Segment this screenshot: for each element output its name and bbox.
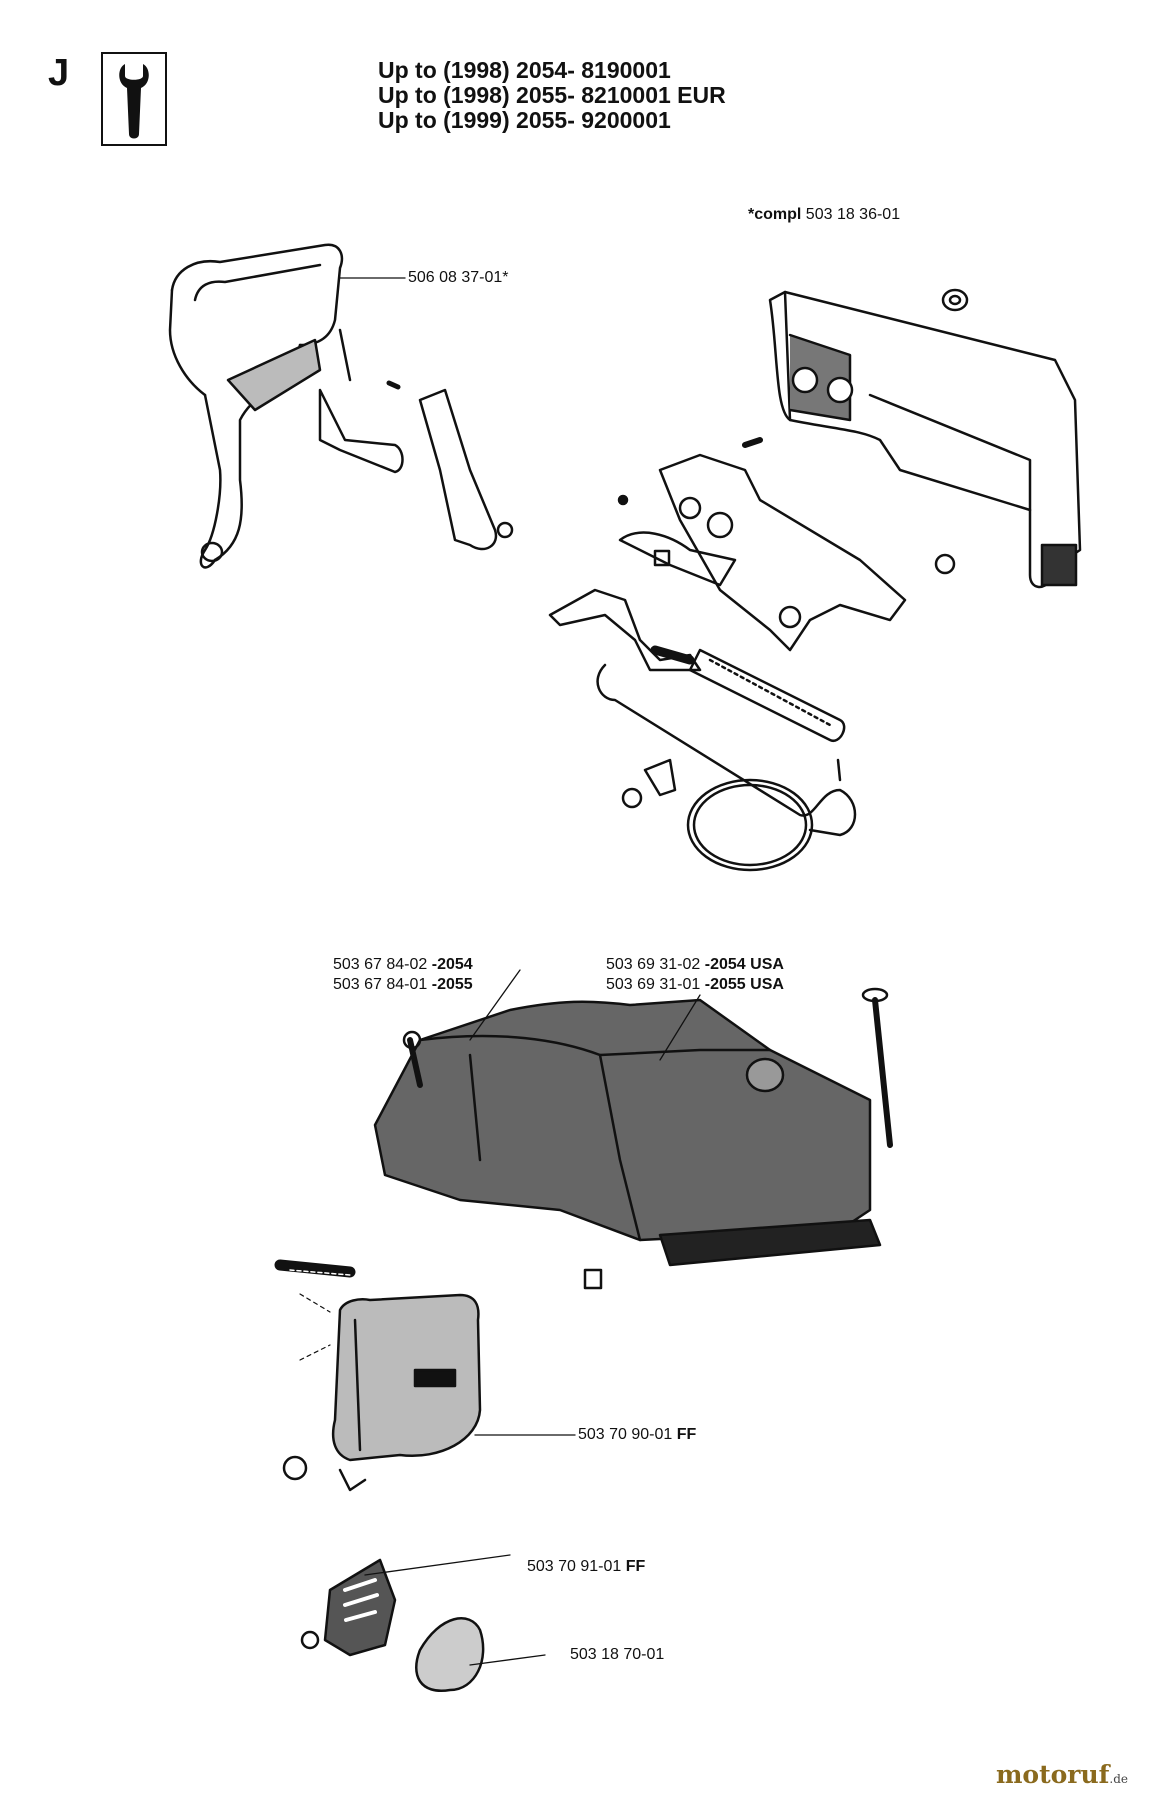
pin-illustration: [617, 494, 629, 506]
compl-note: *compl 503 18 36-01: [748, 205, 900, 225]
screw-illustration: [653, 549, 671, 567]
leader-muffler-plate: [364, 1554, 511, 1576]
label-cover-usa-2054: 503 69 31-02 -2054 USA: [606, 955, 784, 975]
brand-watermark: motoruf.de: [996, 1760, 1128, 1789]
wrench-icon: [119, 64, 149, 139]
header-line-2: Up to (1998) 2055- 8210001 EUR: [378, 82, 726, 108]
cover-2054-model: -2054: [431, 956, 473, 973]
muffler-suffix: FF: [676, 1426, 697, 1443]
brake-bracket-illustration: [658, 437, 907, 652]
screw-illustration: [934, 553, 956, 575]
leader-cover-usa: [659, 994, 701, 1061]
cover-usa-2055-model: -2055 USA: [704, 976, 784, 993]
muffler-plate-illustration: [323, 1558, 397, 1657]
tool-box: [101, 52, 167, 146]
pin-spring-illustration: [650, 645, 695, 665]
label-cover-2054: 503 67 84-02 -2054: [333, 955, 473, 975]
muffler-bolt-illustration: [274, 1259, 356, 1278]
spacer-illustration: [583, 1268, 603, 1290]
muffler-illustration: [331, 1293, 482, 1492]
compl-note-prefix: *compl: [748, 206, 802, 223]
circlip-illustration: [496, 521, 514, 539]
plug-illustration: [745, 1057, 785, 1093]
muffler-plate-suffix: FF: [625, 1558, 646, 1575]
leader-spark-screen: [469, 1654, 546, 1666]
muffler-screw-illustration: [282, 1455, 308, 1481]
header-line-1: Up to (1998) 2054- 8190001: [378, 57, 671, 83]
muffler-plate-number: 503 70 91-01: [527, 1558, 622, 1575]
cover-2054-number: 503 67 84-02: [333, 956, 428, 973]
label-hand-guard: 506 08 37-01*: [408, 269, 509, 286]
cover-usa-2054-number: 503 69 31-02: [606, 956, 701, 973]
screw-illustration: [402, 1030, 422, 1050]
cover-usa-2054-model: -2054 USA: [704, 956, 784, 973]
band-clip-illustration: [643, 758, 677, 797]
screw-illustration: [621, 787, 643, 809]
cover-2055-model: -2055: [431, 976, 473, 993]
leader-cover-2054: [469, 969, 521, 1041]
cylinder-cover-illustration: [373, 998, 882, 1267]
label-cover-usa-2055: 503 69 31-01 -2055 USA: [606, 975, 784, 995]
label-spark-screen: 503 18 70-01: [570, 1646, 665, 1663]
compl-note-number: 503 18 36-01: [805, 206, 901, 223]
watermark-tld: .de: [1109, 1772, 1128, 1786]
brake-spring-plate-illustration: [618, 531, 737, 587]
brake-lever-illustration: [418, 388, 498, 551]
pin-illustration: [386, 380, 401, 390]
muffler-number: 503 70 90-01: [578, 1426, 673, 1443]
long-bolt-illustration: [872, 997, 893, 1148]
spark-screen-illustration: [415, 1617, 485, 1693]
cover-2055-number: 503 67 84-01: [333, 976, 428, 993]
clutch-cover-illustration: [768, 288, 1082, 589]
header-line-3: Up to (1999) 2055- 9200001: [378, 107, 671, 133]
model-range-header: Up to (1998) 2054- 8190001 Up to (1998) …: [378, 58, 726, 133]
cover-usa-2055-number: 503 69 31-01: [606, 976, 701, 993]
coil-spring-illustration: [688, 648, 846, 743]
watermark-brand: motoruf: [995, 1760, 1110, 1789]
section-letter: J: [48, 52, 70, 94]
plate-screw-illustration: [300, 1630, 320, 1650]
brake-band-illustration: [596, 663, 857, 872]
label-muffler: 503 70 90-01 FF: [578, 1425, 696, 1445]
label-muffler-plate: 503 70 91-01 FF: [527, 1557, 645, 1577]
hand-guard-illustration: [168, 243, 404, 569]
label-cover-2055: 503 67 84-01 -2055: [333, 975, 473, 995]
